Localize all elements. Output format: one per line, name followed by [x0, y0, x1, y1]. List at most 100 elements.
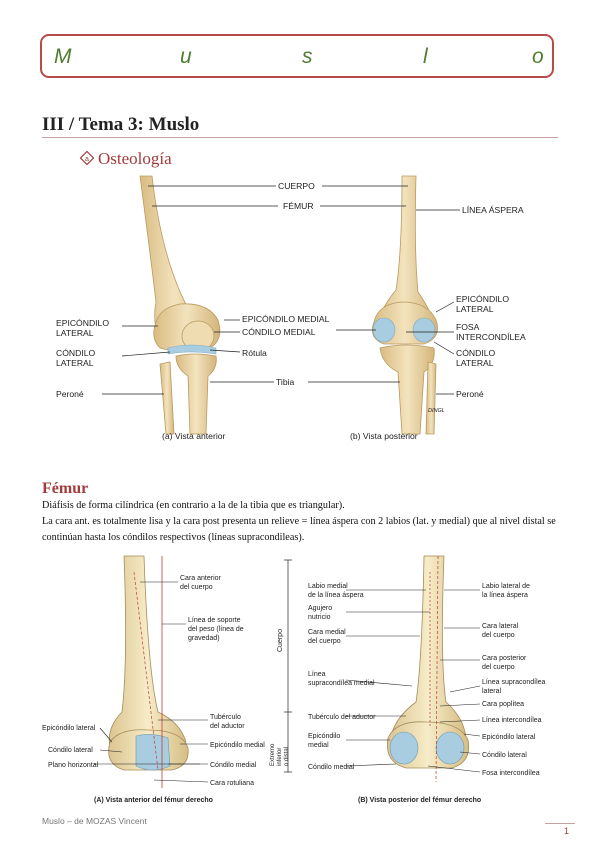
- fig2-epicondilo-lateral: Epicóndilo lateral: [42, 725, 96, 732]
- label-fosa-1: FOSA: [456, 322, 480, 332]
- knee-figure: CUERPO FÉMUR LÍNEA ÁSPERA EPICÓNDILO MED…: [56, 175, 526, 441]
- label-condilo-lateral-b1: CÓNDILO: [456, 348, 495, 358]
- fig2-epicondilo-lateral-right: Epicóndilo lateral: [482, 734, 536, 741]
- femur-figure: Cara anterior del cuerpo Línea de soport…: [42, 555, 546, 804]
- fig2-labio-lateral-2: la línea áspera: [482, 592, 528, 599]
- fig2-condilo-lateral: Cóndilo lateral: [48, 747, 93, 754]
- fig2-extremo-3: o distal: [284, 747, 290, 766]
- fig2-condilo-medial-right: Cóndilo medial: [308, 764, 355, 771]
- subsection-title: Osteología: [98, 149, 172, 168]
- label-epicondilo-lateral-b2: LATERAL: [456, 304, 494, 314]
- fig2-condilo-lateral-right: Cóndilo lateral: [482, 752, 527, 759]
- posterior-cartilage-right: [412, 317, 436, 343]
- femur-posterior-cartilage-left: [389, 731, 419, 765]
- fig2-linea-supra-lateral-2: lateral: [482, 688, 502, 695]
- fig2-caption-posterior: (B) Vista posterior del fémur derecho: [358, 797, 481, 804]
- femur-paragraph-1: Diáfisis de forma cilíndrica (en contrar…: [42, 500, 345, 511]
- anterior-fibula-shape: [159, 361, 175, 435]
- femur-anterior-shape: [108, 555, 187, 749]
- femur-axis-line: [133, 571, 159, 771]
- fig2-cara-posterior-1: Cara posterior: [482, 655, 527, 662]
- fig2-condilo-medial: Cóndilo medial: [210, 762, 257, 769]
- fig2-linea-soporte-3: gravedad): [188, 635, 220, 642]
- label-condilo-lateral-a2: LATERAL: [56, 358, 94, 368]
- fig2-cuerpo-vertical: Cuerpo: [277, 629, 284, 652]
- subsection-heading: a Osteología: [80, 149, 172, 169]
- fig2-cara-medial-2: del cuerpo: [308, 638, 341, 645]
- label-perone-b: Peroné: [456, 389, 484, 399]
- banner-letter-l: l: [423, 45, 428, 68]
- label-rotula: Rótula: [242, 348, 267, 358]
- fig2-fosa-intercondilea: Fosa intercondílea: [482, 770, 540, 777]
- label-cuerpo: CUERPO: [278, 181, 315, 191]
- banner-letter-o: o: [532, 45, 544, 68]
- label-condilo-lateral-a1: CÓNDILO: [56, 348, 95, 358]
- fig2-cara-anterior-2: del cuerpo: [180, 584, 213, 591]
- fig2-caption-anterior: (A) Vista anterior del fémur derecho: [94, 797, 213, 804]
- label-perone-a: Peroné: [56, 389, 84, 399]
- banner-letter-m: M: [54, 45, 72, 68]
- label-condilo-medial: CÓNDILO MEDIAL: [242, 327, 316, 337]
- fig2-tuberculo-2: del aductor: [210, 723, 245, 730]
- posterior-axis-line: [435, 555, 439, 783]
- label-signature: DINGL: [428, 408, 445, 414]
- section-rule: [42, 137, 558, 138]
- femur-description: Diáfisis de forma cilíndrica (en contrar…: [42, 498, 560, 546]
- fig2-labio-medial-1: Labio medial: [308, 583, 348, 590]
- fig2-epicondilo-medial-1: Epicóndilo: [308, 733, 340, 740]
- label-femur: FÉMUR: [283, 201, 314, 211]
- fig2-plano-horizontal: Plano horizontal: [48, 762, 99, 769]
- femur-paragraph-2: La cara ant. es totalmente lisa y la car…: [42, 516, 556, 543]
- title-banner: M u s l o: [40, 34, 554, 78]
- fig2-extremo-2: inferior: [277, 748, 283, 766]
- section-title: III / Tema 3: Muslo: [42, 114, 200, 135]
- footer-text: Muslo – de MOZAS Vincent: [42, 816, 147, 826]
- fig2-epicondilo-medial: Epicóndilo medial: [210, 742, 265, 749]
- femur-posterior-cartilage-right: [435, 731, 465, 765]
- femur-anterior-cartilage: [135, 734, 171, 771]
- fig2-cara-medial-1: Cara medial: [308, 629, 346, 636]
- anterior-cartilage-shape: [167, 344, 217, 355]
- fig2-tuberculo-1: Tubérculo: [210, 714, 241, 721]
- banner-letter-u: u: [180, 45, 192, 68]
- fig2-linea-supra-lateral-1: Línea supracondílea: [482, 679, 546, 686]
- banner-letter-s: s: [302, 45, 313, 68]
- fig2-cara-lateral-2: del cuerpo: [482, 632, 515, 639]
- fig2-linea-supra-medial-1: Línea: [308, 671, 326, 678]
- label-epicondilo-medial: EPICÓNDILO MEDIAL: [242, 314, 330, 324]
- femur-heading: Fémur: [42, 480, 89, 497]
- region-bracket: [284, 559, 292, 773]
- fig2-linea-soporte-1: Línea de soporte: [188, 617, 241, 624]
- posterior-fibula-shape: [425, 361, 437, 435]
- label-epicondilo-lateral-b1: EPICÓNDILO: [456, 294, 509, 304]
- caption-vista-anterior: (a) Vista anterior: [162, 431, 226, 441]
- fig2-labio-medial-2: de la línea áspera: [308, 592, 364, 599]
- fig2-linea-intercondilea: Línea intercondílea: [482, 717, 542, 724]
- label-condilo-lateral-b2: LATERAL: [456, 358, 494, 368]
- caption-vista-posterior: (b) Vista posterior: [350, 431, 418, 441]
- label-linea-aspera: LÍNEA ÁSPERA: [462, 205, 524, 215]
- page-number: 1: [564, 826, 570, 836]
- fig2-cara-posterior-2: del cuerpo: [482, 664, 515, 671]
- label-epicondilo-lateral-a1: EPICÓNDILO: [56, 318, 109, 328]
- label-tibia: Tibia: [276, 377, 295, 387]
- fig2-epicondilo-medial-2: medial: [308, 742, 329, 749]
- anterior-tibia-shape: [175, 353, 217, 435]
- diamond-bullet-icon: a: [80, 151, 94, 165]
- fig2-cara-poplitea: Cara poplítea: [482, 701, 524, 708]
- page-number-rule: [545, 823, 575, 824]
- posterior-cartilage-left: [372, 317, 396, 343]
- femur-posterior-shape: [389, 555, 467, 741]
- fig2-agujero-2: nutricio: [308, 614, 331, 621]
- fig2-labio-lateral-1: Labio lateral de: [482, 583, 530, 590]
- fig2-tuberculo-aductor: Tubérculo del aductor: [308, 714, 376, 721]
- fig2-cara-rotuliana: Cara rotuliana: [210, 780, 254, 787]
- fig2-linea-soporte-2: del peso (línea de: [188, 626, 244, 633]
- label-epicondilo-lateral-a2: LATERAL: [56, 328, 94, 338]
- fig2-extremo-1: Extremo: [270, 743, 276, 766]
- svg-text:a: a: [85, 156, 89, 163]
- fig2-cara-lateral-1: Cara lateral: [482, 623, 519, 630]
- label-fosa-2: INTERCONDÍLEA: [456, 332, 526, 342]
- fig2-linea-supra-medial-2: supracondílea medial: [308, 680, 375, 687]
- fig2-agujero-1: Agujero: [308, 605, 332, 612]
